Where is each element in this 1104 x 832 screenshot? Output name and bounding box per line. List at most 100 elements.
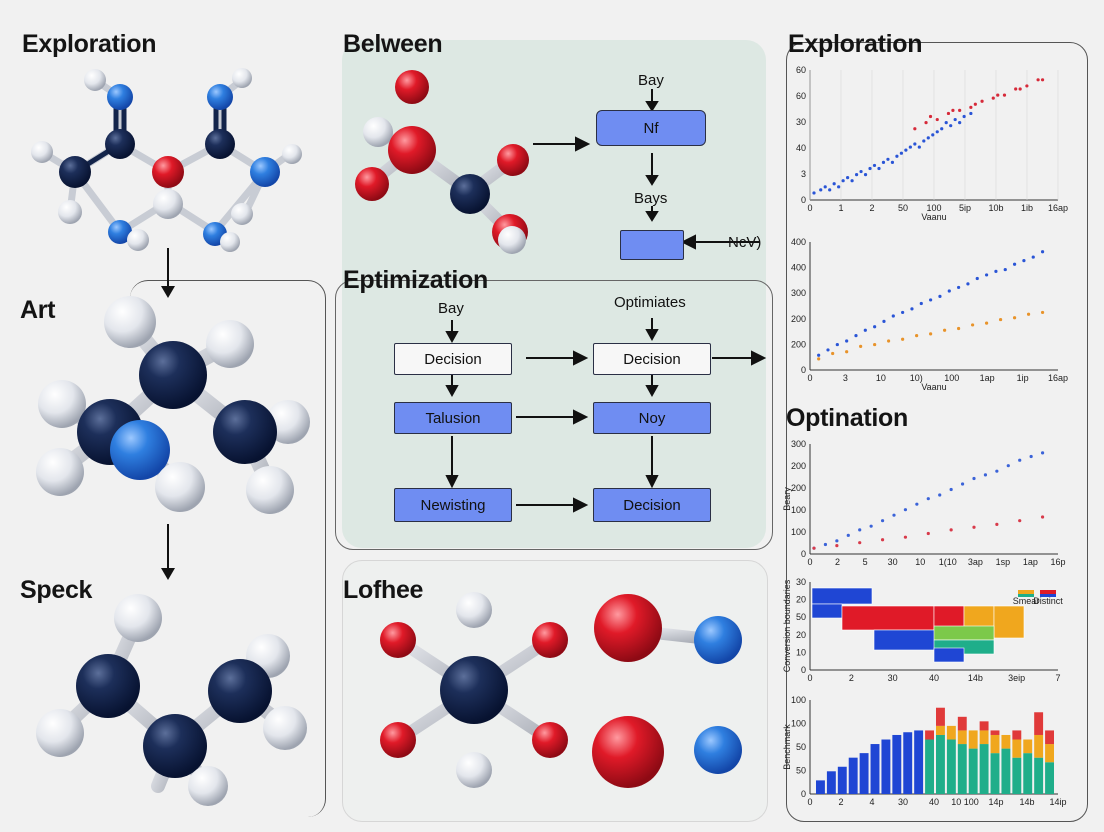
scatter-point <box>1040 310 1045 315</box>
x-tick-label: 1ib <box>1021 203 1033 213</box>
scatter-point <box>972 525 976 529</box>
scatter-point <box>887 339 891 343</box>
y-tick-label: 60 <box>796 65 806 75</box>
y-tick-label: 200 <box>791 339 806 349</box>
scatter-point <box>957 285 961 290</box>
bar-segment <box>968 730 978 749</box>
scatter-point <box>868 166 872 171</box>
y-tick-label: 100 <box>791 505 806 515</box>
x-tick-label: 5ip <box>959 203 971 213</box>
scatter-point <box>846 533 850 537</box>
scatter-point <box>958 108 962 112</box>
scatter-point <box>1029 454 1033 459</box>
y-tick-label: 200 <box>791 483 806 493</box>
scatter-point <box>951 108 955 112</box>
bar-segment <box>946 725 956 740</box>
scatter-point <box>880 538 885 542</box>
scatter-point <box>859 169 863 174</box>
noy-node[interactable]: Noy <box>593 402 711 434</box>
bar-segment <box>968 748 978 794</box>
arrow-down-2 <box>161 524 175 580</box>
scatter-point <box>966 282 970 286</box>
scatter-point <box>831 351 835 356</box>
scatter-point <box>938 294 942 298</box>
decision-node-2[interactable]: Decision <box>593 343 711 375</box>
y-axis-label: Benchmark <box>782 724 792 770</box>
scatter-point <box>812 191 816 195</box>
flow-main-arrows <box>445 318 767 513</box>
bar-segment <box>1045 762 1054 794</box>
newisting-node[interactable]: Newisting <box>394 488 512 522</box>
scatter-point <box>994 269 998 273</box>
scatter-point <box>984 321 989 325</box>
y-tick-label: 400 <box>791 237 806 247</box>
bar-segment <box>859 753 869 794</box>
scatter-point <box>835 342 839 347</box>
scatter-point <box>983 473 988 477</box>
scatter-point <box>901 337 905 341</box>
scatter-point <box>910 307 914 311</box>
scatter-point <box>949 487 953 492</box>
scatter-point <box>837 185 841 189</box>
y-axis-label: Conversion boundaries <box>782 579 792 672</box>
bar-segment <box>881 739 891 794</box>
y-tick-label: 0 <box>801 365 806 375</box>
scatter-point <box>863 328 867 332</box>
x-tick-label: 40 <box>929 673 939 683</box>
bar-segment <box>826 771 836 794</box>
y-tick-label: 60 <box>796 91 806 101</box>
scatter-point <box>880 519 885 523</box>
x-tick-label: 100 <box>944 373 959 383</box>
x-tick-label: 3 <box>843 373 848 383</box>
flow-top-blank-node[interactable] <box>620 230 684 260</box>
scatter-point <box>1036 78 1040 82</box>
bar-segment <box>925 739 934 794</box>
scatter-point <box>863 172 868 177</box>
y-tick-label: 3 <box>801 169 806 179</box>
flow-top-ncv-label: NcV) <box>728 234 762 251</box>
y-tick-label: 200 <box>791 461 806 471</box>
molecule-art <box>36 296 310 514</box>
middle-panel-border <box>335 280 773 550</box>
x-tick-label: 30 <box>888 557 898 567</box>
scatter-point <box>1040 451 1045 455</box>
scatter-point <box>877 166 881 171</box>
y-tick-label: 100 <box>791 695 806 705</box>
flow-top-bay-label: Bay <box>638 72 664 89</box>
flow-main-bay-label: Bay <box>438 300 464 317</box>
scatter-point <box>931 133 935 137</box>
y-tick-label: 100 <box>791 527 806 537</box>
scatter-point <box>1018 87 1022 91</box>
title-exploration-right: Exploration <box>788 30 923 58</box>
scatter-point <box>841 179 845 183</box>
scatter-point <box>886 157 890 161</box>
scatter-point <box>901 310 905 315</box>
title-art: Art <box>20 296 56 324</box>
y-tick-label: 300 <box>791 439 806 449</box>
scatter-point <box>1018 519 1022 523</box>
scatter-point <box>881 160 886 164</box>
bar-segment <box>837 766 847 794</box>
scatter-point <box>812 546 816 550</box>
left-bottom-panel-border <box>130 280 326 817</box>
talusion-node[interactable]: Talusion <box>394 402 512 434</box>
heatmap-cell <box>993 605 1025 639</box>
x-tick-label: 1sp <box>996 557 1011 567</box>
flow-top-nf-node[interactable]: Nf <box>596 110 706 146</box>
x-tick-label: 2 <box>838 797 843 807</box>
x-tick-label: 1(10 <box>939 557 957 567</box>
x-tick-label: 4 <box>869 797 874 807</box>
y-tick-label: 0 <box>801 195 806 205</box>
lofhee-panel <box>342 560 768 822</box>
x-tick-label: 2 <box>835 557 840 567</box>
title-speck: Speck <box>20 576 93 604</box>
bar-segment <box>990 730 1000 735</box>
decision-node-3[interactable]: Decision <box>593 488 711 522</box>
decision-node-1[interactable]: Decision <box>394 343 512 375</box>
right-panel-border <box>786 42 1088 822</box>
scatter-point <box>915 334 919 338</box>
bar-segment <box>816 780 825 794</box>
